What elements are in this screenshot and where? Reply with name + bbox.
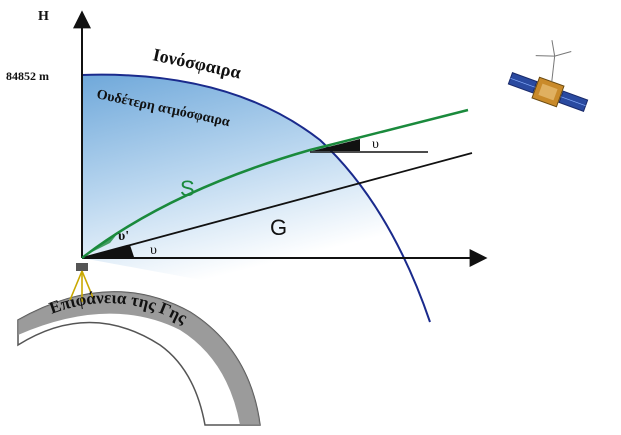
ionosphere-boundary (81, 73, 431, 323)
angle-wedge-top (312, 139, 360, 151)
angle-wedge-bottom-green (84, 233, 118, 256)
geometric-path-g-label: G (270, 215, 287, 240)
geometric-path-g (81, 152, 473, 259)
ionosphere-label: Ιονόσφαιρα (151, 44, 243, 82)
angle-upsilon-bottom-label: υ (150, 243, 157, 258)
neutral-atmosphere-region (82, 74, 430, 323)
signal-path-s (81, 108, 469, 259)
height-value-label: 84852 m (6, 69, 49, 83)
angle-upsilon-prime-label: υ' (118, 229, 129, 244)
satellite-icon (507, 40, 589, 112)
gps-receiver-tripod-icon (69, 263, 95, 302)
h-axis-label: H (38, 9, 49, 24)
earth-surface-shade (18, 291, 260, 425)
signal-path-s-label: S (180, 176, 195, 201)
angle-wedge-bottom (84, 245, 134, 257)
angle-upsilon-top-label: υ (372, 137, 379, 152)
